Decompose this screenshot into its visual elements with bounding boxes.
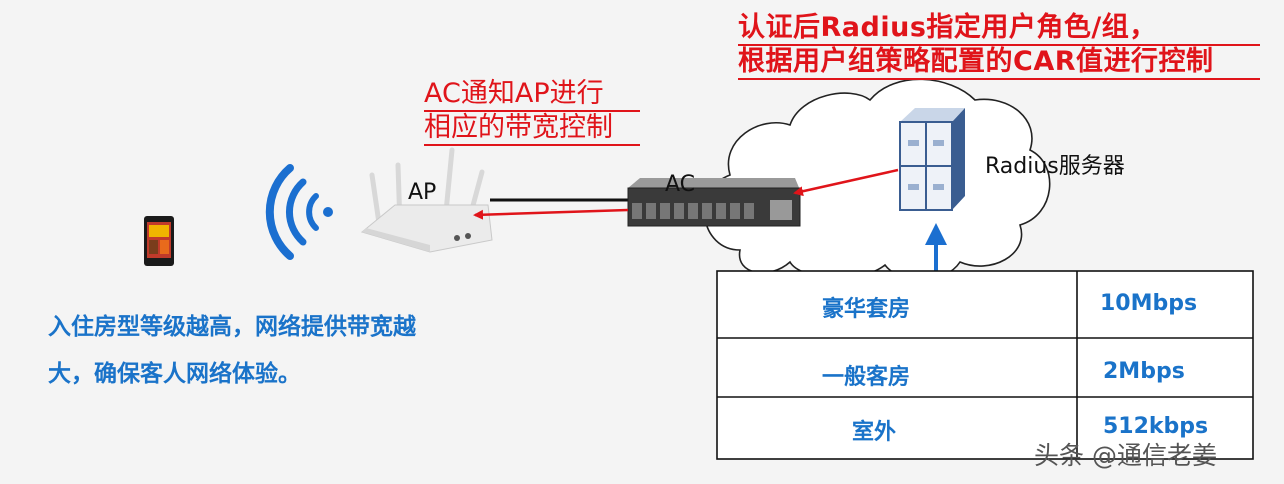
bandwidth-table-grid — [716, 270, 1254, 460]
table-cell-room: 一般客房 — [822, 365, 911, 390]
table-cell-bandwidth: 10Mbps — [1100, 291, 1198, 316]
radius-server-label: Radius服务器 — [985, 154, 1125, 179]
ap-label: AP — [408, 180, 437, 205]
table-cell-room: 室外 — [852, 420, 897, 445]
radius-note-line2: 根据用户组策略配置的CAR值进行控制 — [738, 46, 1214, 77]
ac-notify-annotation: AC通知AP进行 相应的带宽控制 — [424, 78, 640, 146]
radius-note-underline2 — [738, 78, 1260, 80]
watermark: 头条 @通信老姜 — [1034, 441, 1217, 470]
radius-note-underline1 — [738, 44, 1260, 46]
access-point-icon — [360, 147, 493, 253]
ac-notify-line1: AC通知AP进行 — [424, 78, 604, 109]
table-cell-bandwidth: 2Mbps — [1103, 359, 1185, 384]
ac-switch-icon — [627, 178, 801, 227]
table-cell-room: 豪华套房 — [822, 297, 911, 322]
ac-label: AC — [665, 172, 696, 197]
arrow-ac-to-ap — [473, 208, 629, 220]
radius-server-icon — [899, 108, 965, 211]
table-cell-bandwidth: 512kbps — [1103, 414, 1209, 439]
description-text: 入住房型等级越高，网络提供带宽越 大，确保客人网络体验。 — [48, 304, 416, 398]
ac-notify-underline2 — [424, 144, 640, 146]
smartphone-icon — [144, 216, 174, 266]
description-line2: 大，确保客人网络体验。 — [48, 361, 301, 387]
description-line1: 入住房型等级越高，网络提供带宽越 — [48, 314, 416, 340]
radius-annotation: 认证后Radius指定用户角色/组， 根据用户组策略配置的CAR值进行控制 — [738, 12, 1260, 80]
ac-notify-underline1 — [424, 110, 640, 112]
ac-notify-line2: 相应的带宽控制 — [424, 112, 613, 143]
arrow-radius-to-ac — [793, 168, 899, 197]
wifi-signal-icon — [265, 164, 333, 260]
radius-note-line1: 认证后Radius指定用户角色/组， — [738, 12, 1157, 43]
